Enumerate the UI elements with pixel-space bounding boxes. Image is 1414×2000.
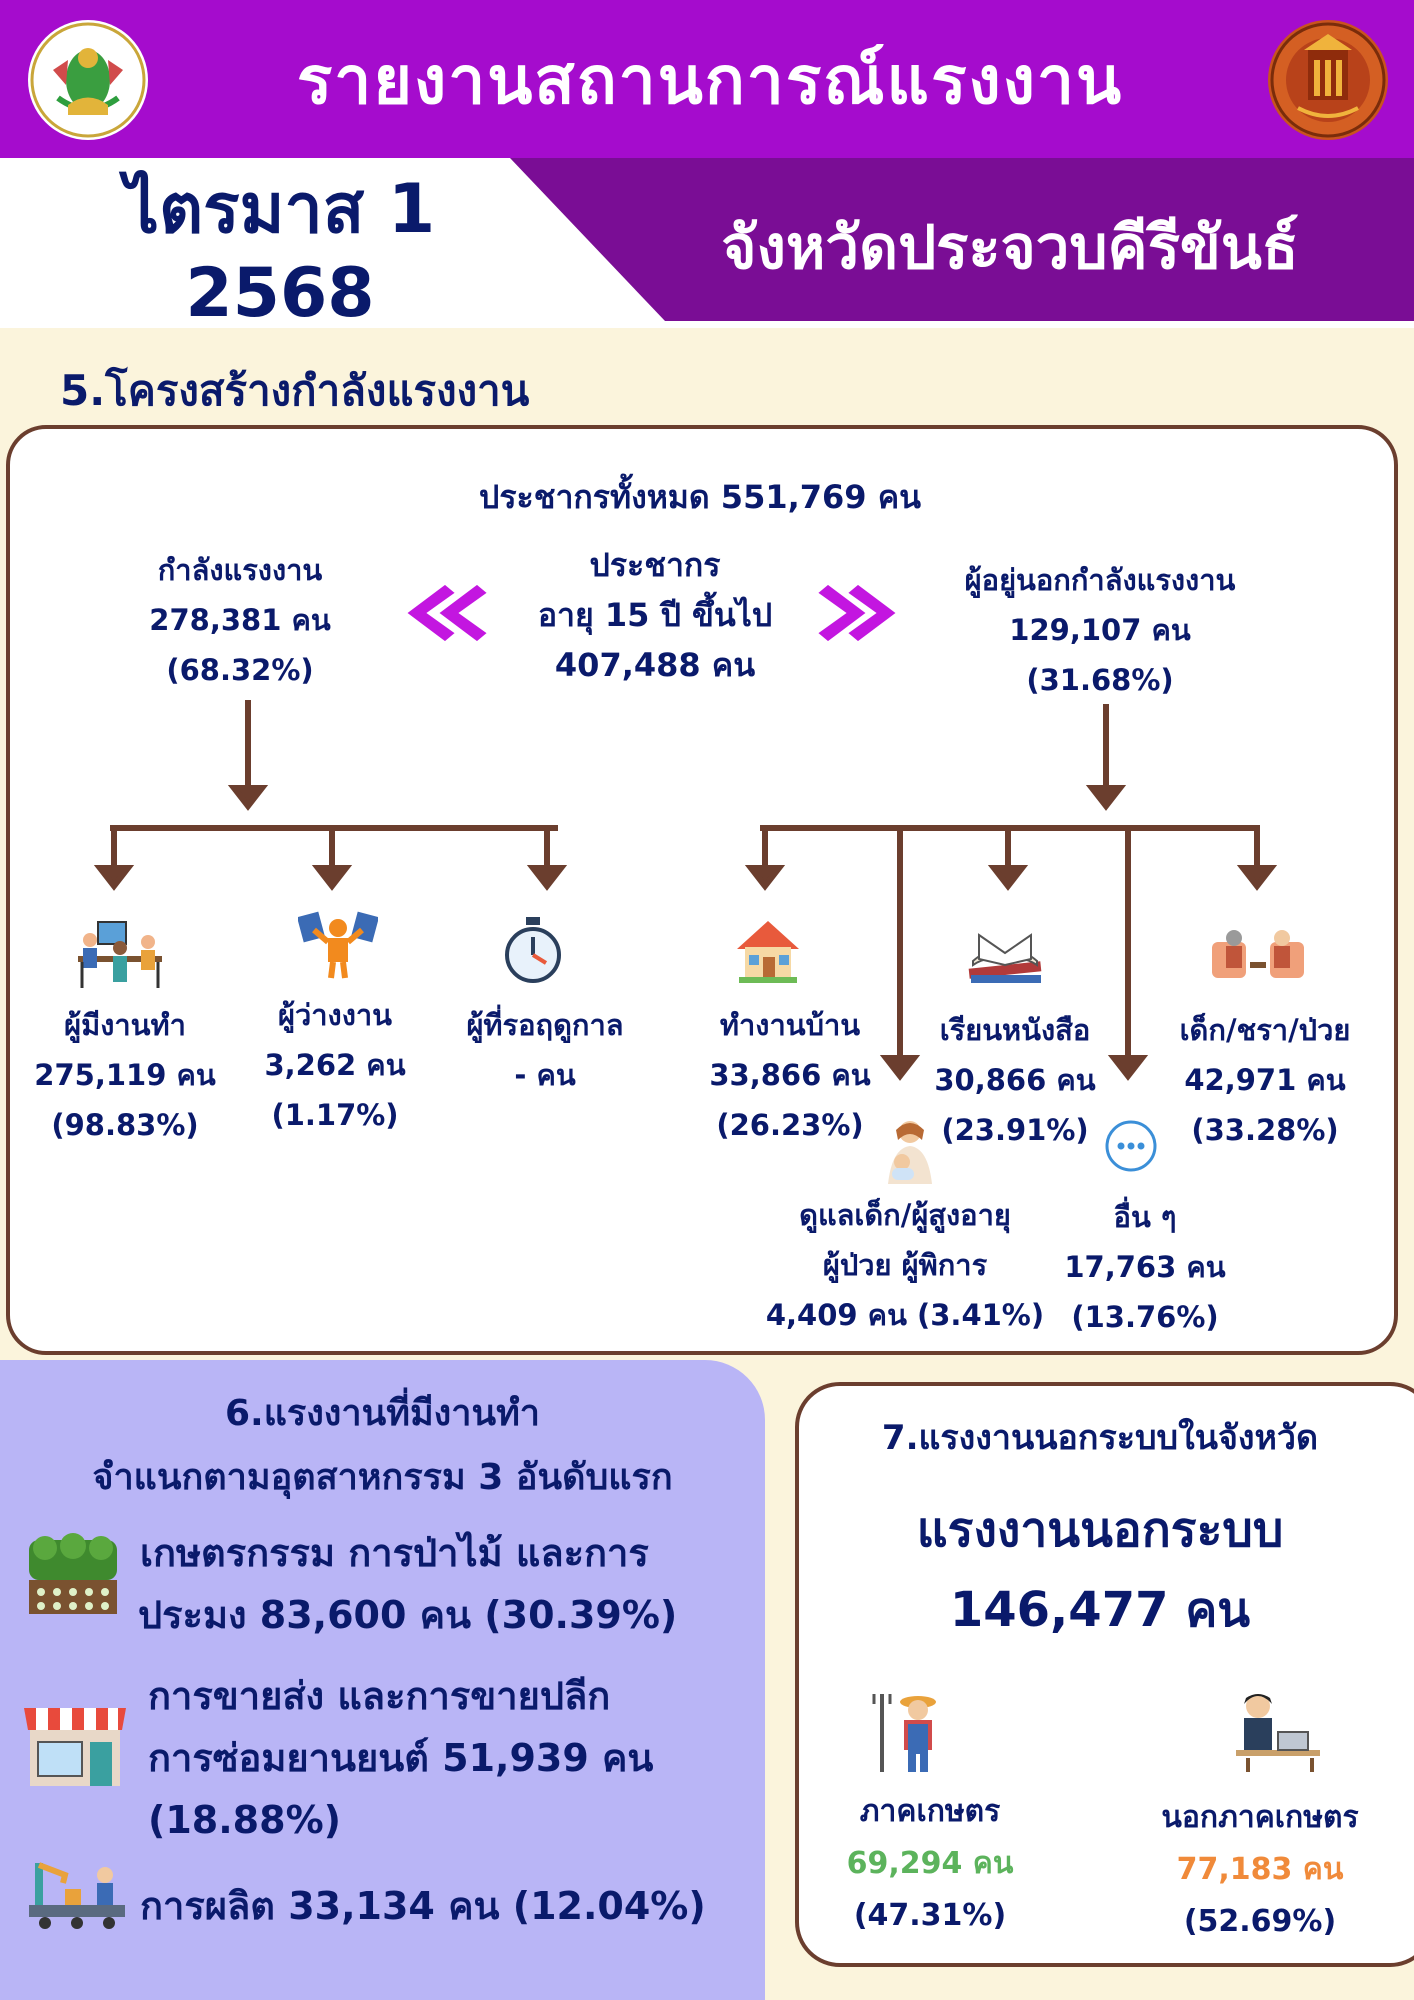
informal-nonagri-pct: (52.69%): [1183, 1904, 1337, 1939]
informal-agri-pct: (47.31%): [853, 1898, 1007, 1933]
informal-agri-count: 69,294 คน: [846, 1846, 1014, 1881]
province-seal-icon: [1270, 22, 1386, 138]
more-dots-icon: [1105, 1120, 1157, 1172]
unemployed-block: ผู้ว่างงาน 3,262 คน (1.17%): [220, 990, 450, 1140]
section6-title: 6.แรงงานที่มีงานทำ จำแนกตามอุตสาหกรรม 3 …: [0, 1382, 765, 1510]
outside-labor-block: ผู้อยู่นอกกำลังแรงงาน 129,107 คน (31.68%…: [925, 555, 1275, 705]
informal-nonagri-label: นอกภาคเกษตร: [1161, 1800, 1359, 1835]
informal-nonagri-block: นอกภาคเกษตร 77,183 คน (52.69%): [1115, 1792, 1405, 1948]
population15-block: ประชากร อายุ 15 ปี ขึ้นไป 407,488 คน: [500, 540, 810, 690]
housework-count: 33,866 คน: [709, 1058, 871, 1092]
chevron-right-icon: [813, 581, 901, 645]
structure-connectors: [93, 700, 1278, 1081]
industry-agriculture: เกษตรกรรม การป่าไม้ และการ ประมง 83,600 …: [138, 1522, 760, 1646]
employed-pct: (98.83%): [51, 1108, 199, 1142]
industry-trade-line1: การขายส่ง และการขายปลีก: [148, 1674, 611, 1718]
student-pct: (23.91%): [941, 1113, 1089, 1147]
section7-title: 7.แรงงานนอกระบบในจังหวัด: [881, 1418, 1319, 1458]
caregiver-line1: ดูแลเด็ก/ผู้สูงอายุ: [799, 1198, 1011, 1232]
provincial-seal: [1268, 20, 1388, 140]
informal-nonagri-count: 77,183 คน: [1176, 1852, 1344, 1887]
employed-block: ผู้มีงานทำ 275,119 คน (98.83%): [10, 1000, 240, 1150]
labor-force-pct: (68.32%): [166, 653, 314, 687]
outside-labor-count: 129,107 คน: [1009, 613, 1191, 647]
stopwatch-icon: [505, 917, 561, 983]
housework-label: ทำงานบ้าน: [719, 1008, 861, 1042]
book-icon: [968, 933, 1042, 983]
others-pct: (13.76%): [1071, 1300, 1219, 1334]
ministry-emblem-icon: [30, 22, 146, 138]
informal-agri-label: ภาคเกษตร: [859, 1794, 1001, 1829]
labor-force-block: กำลังแรงงาน 278,381 คน (68.32%): [90, 545, 390, 695]
industry-manufacturing: การผลิต 33,134 คน (12.04%): [140, 1884, 706, 1928]
section7-box: [795, 1382, 1414, 1967]
seasonal-block: ผู้ที่รอฤดูกาล - คน: [430, 1000, 660, 1100]
housework-pct: (26.23%): [716, 1108, 864, 1142]
seasonal-count: - คน: [514, 1058, 576, 1092]
year-line: 2568: [185, 254, 375, 333]
outside-labor-label: ผู้อยู่นอกกำลังแรงงาน: [964, 563, 1236, 597]
others-count: 17,763 คน: [1064, 1250, 1226, 1284]
industry-agriculture-line1: เกษตรกรรม การป่าไม้ และการ: [140, 1531, 649, 1575]
factory-robot-icon: [29, 1862, 125, 1929]
employed-count: 275,119 คน: [34, 1058, 216, 1092]
labor-force-label: กำลังแรงงาน: [157, 553, 323, 587]
unemployed-pct: (1.17%): [271, 1098, 399, 1132]
elderly-count: 42,971 คน: [1184, 1063, 1346, 1097]
total-population: ประชากรทั้งหมด 551,769 คน: [479, 478, 921, 516]
labor-structure-box: [6, 425, 1398, 1355]
employed-label: ผู้มีงานทำ: [64, 1008, 186, 1042]
elderly-label: เด็ก/ชรา/ป่วย: [1179, 1013, 1351, 1047]
house-icon: [737, 921, 799, 983]
elderly-block: เด็ก/ชรา/ป่วย 42,971 คน (33.28%): [1135, 1005, 1395, 1155]
industry-trade: การขายส่ง และการขายปลีก การซ่อมยานยนต์ 5…: [148, 1665, 758, 1851]
population15-line1: ประชากร: [589, 546, 721, 584]
labor-force-count: 278,381 คน: [149, 603, 331, 637]
student-count: 30,866 คน: [934, 1063, 1096, 1097]
others-label: อื่น ๆ: [1113, 1200, 1177, 1234]
report-title: รายงานสถานการณ์แรงงาน: [296, 42, 1124, 119]
agriculture-field-icon: [29, 1533, 117, 1614]
informal-headline-count: 146,477 คน: [949, 1582, 1251, 1638]
others-block: อื่น ๆ 17,763 คน (13.76%): [1045, 1192, 1245, 1342]
seasonal-label: ผู้ที่รอฤดูกาล: [466, 1008, 624, 1042]
unemployed-count: 3,262 คน: [264, 1048, 406, 1082]
outside-labor-pct: (31.68%): [1026, 663, 1174, 697]
industry-agriculture-line2: ประมง 83,600 คน (30.39%): [138, 1593, 678, 1637]
population15-count: 407,488 คน: [554, 646, 756, 684]
industry-trade-line2: การซ่อมยานยนต์ 51,939 คน: [148, 1736, 654, 1780]
storefront-icon: [24, 1708, 126, 1786]
elderly-pct: (33.28%): [1191, 1113, 1339, 1147]
student-label: เรียนหนังสือ: [939, 1013, 1091, 1047]
unemployed-label: ผู้ว่างงาน: [278, 998, 392, 1032]
housework-block: ทำงานบ้าน 33,866 คน (26.23%): [675, 1000, 905, 1150]
section5-title: 5.โครงสร้างกำลังแรงงาน: [60, 366, 530, 415]
section6-title-line2: จำแนกตามอุตสาหกรรม 3 อันดับแรก: [92, 1457, 673, 1498]
caregiver-block: ดูแลเด็ก/ผู้สูงอายุ ผู้ป่วย ผู้พิการ 4,4…: [755, 1190, 1055, 1340]
informal-headline-label: แรงงานนอกระบบ: [916, 1502, 1284, 1558]
province-band: [510, 158, 1414, 321]
student-block: เรียนหนังสือ 30,866 คน (23.91%): [900, 1005, 1130, 1155]
elderly-people-icon: [1212, 930, 1304, 978]
ministry-logo: [28, 20, 148, 140]
caregiver-line2: ผู้ป่วย ผู้พิการ: [822, 1248, 988, 1282]
office-worker-laptop-icon: [1236, 1694, 1320, 1772]
caregiver-icon: [888, 1121, 932, 1184]
population15-line2: อายุ 15 ปี ขึ้นไป: [537, 596, 773, 634]
chevron-left-icon: [402, 581, 492, 645]
informal-agri-block: ภาคเกษตร 69,294 คน (47.31%): [800, 1786, 1060, 1942]
informal-headline: แรงงานนอกระบบ 146,477 คน: [800, 1490, 1400, 1650]
employed-office-icon: [78, 921, 162, 988]
section6-box: [0, 1360, 765, 2000]
unemployed-person-icon: [298, 911, 378, 979]
quarter-label: ไตรมาส 1 2568: [70, 168, 490, 336]
caregiver-count: 4,409 คน (3.41%): [765, 1298, 1045, 1332]
farmer-icon: [872, 1694, 936, 1772]
province-name: จังหวัดประจวบคีรีขันธ์: [721, 213, 1299, 283]
section6-title-line1: 6.แรงงานที่มีงานทำ: [224, 1393, 541, 1434]
industry-trade-line3: (18.88%): [148, 1798, 342, 1842]
quarter-line: ไตรมาส 1: [124, 170, 436, 249]
header-banner: [0, 0, 1414, 158]
